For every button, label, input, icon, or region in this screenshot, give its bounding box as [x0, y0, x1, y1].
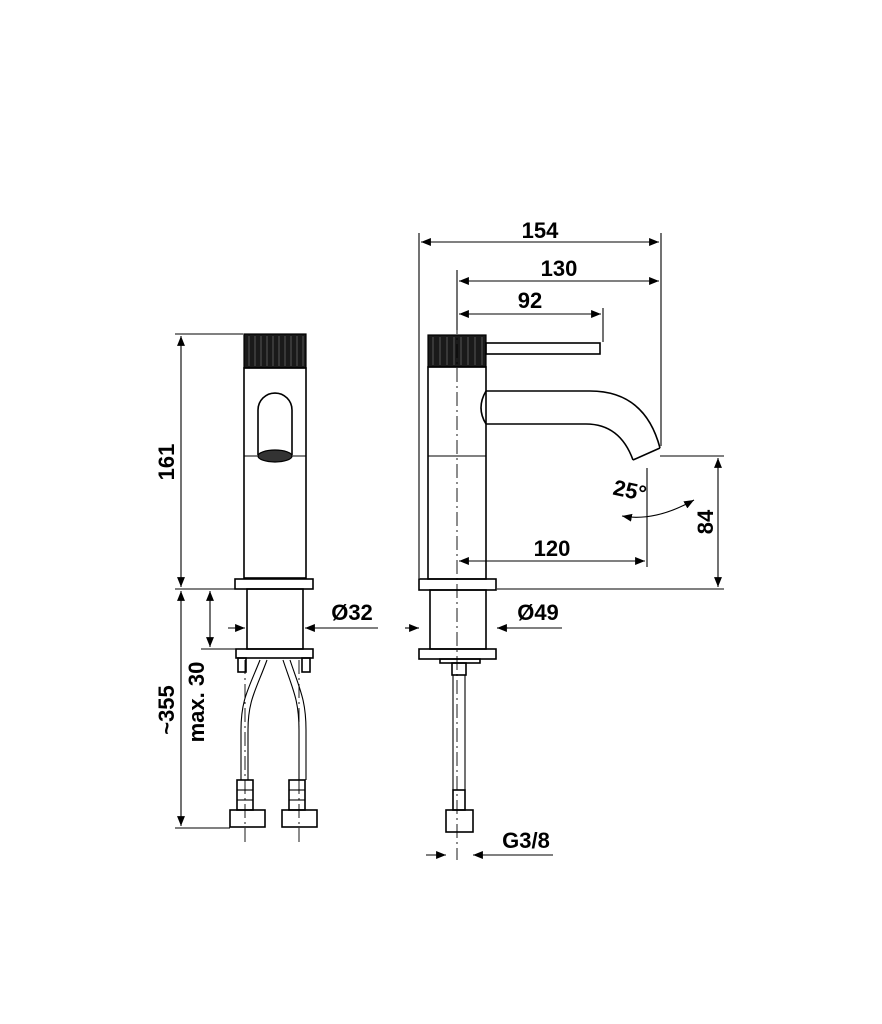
g38-fitting [445, 809, 474, 833]
hose-fitting-right [288, 779, 306, 811]
lever-handle [485, 342, 601, 355]
dim-120: 120 [534, 536, 571, 561]
side-dimensions [405, 233, 724, 859]
dim-355: ~355 [154, 685, 179, 735]
front-body [243, 367, 307, 579]
dim-g38: G3/8 [502, 828, 550, 853]
front-spout [257, 392, 293, 455]
dim-161: 161 [154, 444, 179, 481]
aerator [257, 449, 293, 463]
spout-top [486, 390, 661, 449]
front-knurled-cap [243, 333, 307, 369]
front-knurl-pattern [248, 336, 304, 366]
dim-154: 154 [522, 218, 559, 243]
dim-max-30: max. 30 [184, 662, 209, 743]
front-view [229, 333, 318, 845]
spout-bottom [486, 423, 634, 461]
dim-d32: Ø32 [331, 600, 373, 625]
side-base-plate [418, 578, 497, 591]
front-dimensions [175, 333, 378, 829]
front-base-plate [234, 578, 314, 590]
side-view [418, 320, 661, 860]
dim-d49: Ø49 [517, 600, 559, 625]
dim-130: 130 [541, 256, 578, 281]
dim-angle: 25° [611, 475, 649, 506]
dim-84: 84 [693, 509, 718, 534]
dim-92: 92 [518, 288, 542, 313]
